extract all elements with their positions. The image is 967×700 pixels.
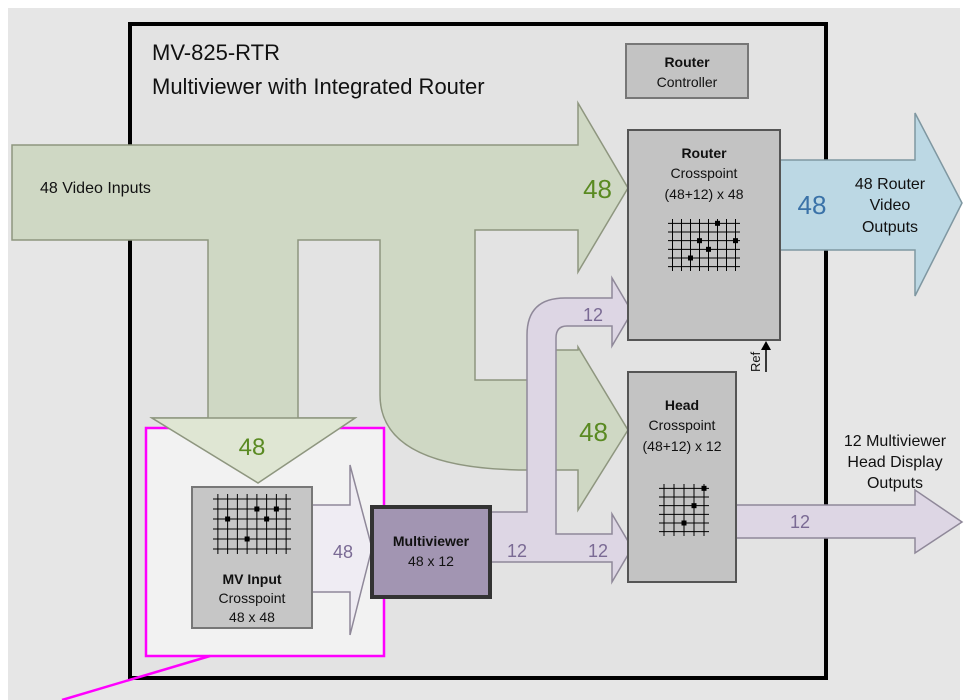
router-outputs-line3: Outputs xyxy=(862,219,918,236)
multiviewer-box xyxy=(370,505,492,599)
multiviewer-title: Multiviewer xyxy=(393,533,470,549)
mv-input-sub: Crosspoint xyxy=(219,590,286,606)
head-input-count: 48 xyxy=(579,417,608,447)
router-outputs-line1: 48 Router xyxy=(855,176,926,193)
mv-input-count: 48 xyxy=(239,434,266,461)
mv-input-matrix-icon xyxy=(213,494,291,554)
head-crosspoint-box xyxy=(627,371,737,583)
crosspoint-dot xyxy=(244,536,250,542)
router-output-count: 48 xyxy=(798,190,827,220)
ref-arrow-head xyxy=(761,341,771,350)
ref-label: Ref xyxy=(748,351,763,372)
crosspoint-dot xyxy=(691,503,697,509)
head-output-count: 12 xyxy=(790,512,810,532)
mv-input-crosspoint-box xyxy=(191,486,313,629)
head-crosspoint-title: Head xyxy=(665,397,699,413)
crosspoint-dot xyxy=(697,238,702,244)
device-subtitle: Multiviewer with Integrated Router xyxy=(152,74,485,99)
head-feedback-count: 12 xyxy=(588,541,608,561)
head-crosspoint-sub: Crosspoint xyxy=(649,417,716,433)
mv-input-feed-arrow xyxy=(149,417,358,484)
crosspoint-dot xyxy=(688,255,693,261)
router-feedback-count: 12 xyxy=(583,305,603,325)
crosspoint-dot xyxy=(254,506,260,512)
router-outputs-line2: Video xyxy=(870,197,911,214)
head-outputs-line3: Outputs xyxy=(867,475,923,492)
head-crosspoint-size: (48+12) x 12 xyxy=(643,438,722,454)
multiviewer-size: 48 x 12 xyxy=(408,553,454,569)
router-crosspoint-title: Router xyxy=(681,145,727,161)
head-outputs-line1: 12 Multiviewer xyxy=(844,433,947,450)
mv-output-count: 12 xyxy=(507,541,527,561)
crosspoint-dot xyxy=(273,506,279,512)
router-output-arrow xyxy=(779,112,963,297)
crosspoint-dot xyxy=(706,246,711,252)
mv-input-output-arrow xyxy=(311,464,373,636)
crosspoint-dot xyxy=(225,516,231,522)
mv-input-title: MV Input xyxy=(222,571,281,587)
mv-input-size: 48 x 48 xyxy=(229,609,275,625)
crosspoint-dot xyxy=(264,516,270,522)
highlight-callout-line xyxy=(61,654,211,700)
router-crosspoint-box xyxy=(627,129,781,341)
video-inputs-label: 48 Video Inputs xyxy=(40,180,151,197)
router-crosspoint-sub: Crosspoint xyxy=(671,165,738,181)
mv-input-out-count: 48 xyxy=(333,542,353,562)
head-output-arrow xyxy=(734,488,964,555)
router-input-count: 48 xyxy=(583,174,612,204)
crosspoint-dot xyxy=(701,485,707,491)
multiviewer-feedback-arrow xyxy=(489,275,633,585)
crosspoint-dot xyxy=(681,520,687,526)
crosspoint-dot xyxy=(733,238,738,244)
router-crosspoint-size: (48+12) x 48 xyxy=(665,186,744,202)
head-outputs-line2: Head Display xyxy=(847,454,942,471)
router-controller-title: Router xyxy=(664,54,710,70)
device-title: MV-825-RTR xyxy=(152,40,280,65)
head-crosspoint-matrix-icon xyxy=(659,484,709,536)
router-controller-sub: Controller xyxy=(657,74,718,90)
router-crosspoint-matrix-icon xyxy=(668,219,740,271)
router-controller-box xyxy=(625,43,749,99)
crosspoint-dot xyxy=(715,220,720,226)
